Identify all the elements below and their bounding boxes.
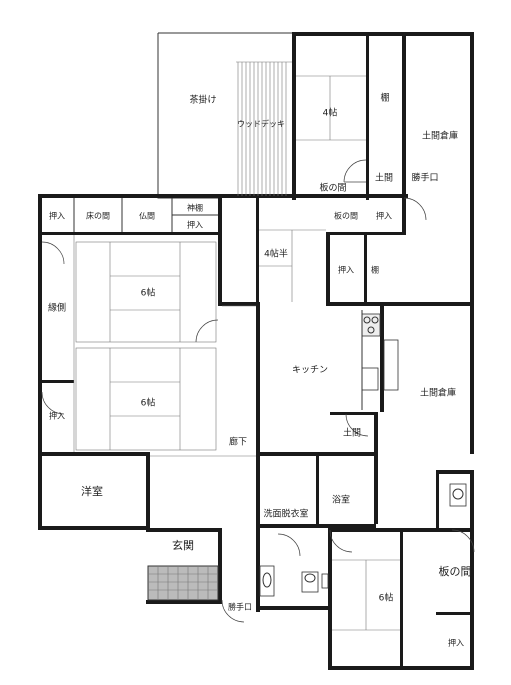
label-doma-small-north: 土間 [375,172,393,184]
label-oshiire-se: 押入 [448,638,464,648]
fixtures [259,310,467,597]
label-bath: 浴室 [332,494,350,506]
wash-basin [259,565,275,597]
label-tokonoma: 床の間 [86,211,110,221]
tatami-lines [73,75,400,631]
label-oshiire-mid: 押入 [376,211,392,221]
label-oshiire-1: 押入 [49,211,65,221]
label-tatami-6-north: 6帖 [141,287,156,299]
label-oshiire-kamidana: 押入 [187,220,203,230]
label-engawa: 縁側 [48,302,66,314]
label-chadachi: 茶掛け [189,94,216,106]
label-oshiire-mid2: 押入 [338,265,354,275]
toilet [301,571,319,593]
label-entrance: 玄関 [172,538,194,552]
label-shelf-north: 棚 [380,92,389,104]
label-kamidana: 神棚 [187,203,203,213]
label-washroom: 洗面脱衣室 [263,508,308,520]
entrance-hatch [147,565,219,601]
label-tatami-4-north: 4帖 [323,107,338,119]
label-tatami-6-south: 6帖 [141,397,156,409]
label-board-room-mid: 板の間 [334,211,358,221]
wood-deck-stripes [236,61,292,196]
label-kitchen: キッチン [292,365,328,376]
label-doma-storage-north: 土間倉庫 [422,130,458,142]
label-tatami-6-se: 6帖 [379,592,394,604]
label-tatami-45: 4帖半 [264,248,288,260]
label-butsuma: 仏間 [139,212,155,221]
label-doma-storage-south: 土間倉庫 [420,387,456,399]
label-oshiire-west: 押入 [49,411,65,421]
walls [38,32,474,670]
label-doma-small-south: 土間 [343,427,361,439]
toilet-se [449,483,467,507]
room-labels: 茶掛け ウッドデッキ 4帖 棚 土間倉庫 板の間 土間 勝手口 押入 床の間 仏… [48,92,472,648]
label-board-room-north: 板の間 [319,182,346,194]
label-western-room: 洋室 [81,484,103,498]
label-shelf-mid: 棚 [371,265,379,275]
kitchen-sink [361,367,379,391]
label-board-room-se: 板の間 [439,564,472,578]
label-corridor: 廊下 [229,436,247,448]
door-swings [41,159,475,623]
label-wood-deck: ウッドデッキ [237,119,285,129]
label-back-door-south: 勝手口 [228,602,252,612]
label-back-door-north: 勝手口 [411,172,438,184]
